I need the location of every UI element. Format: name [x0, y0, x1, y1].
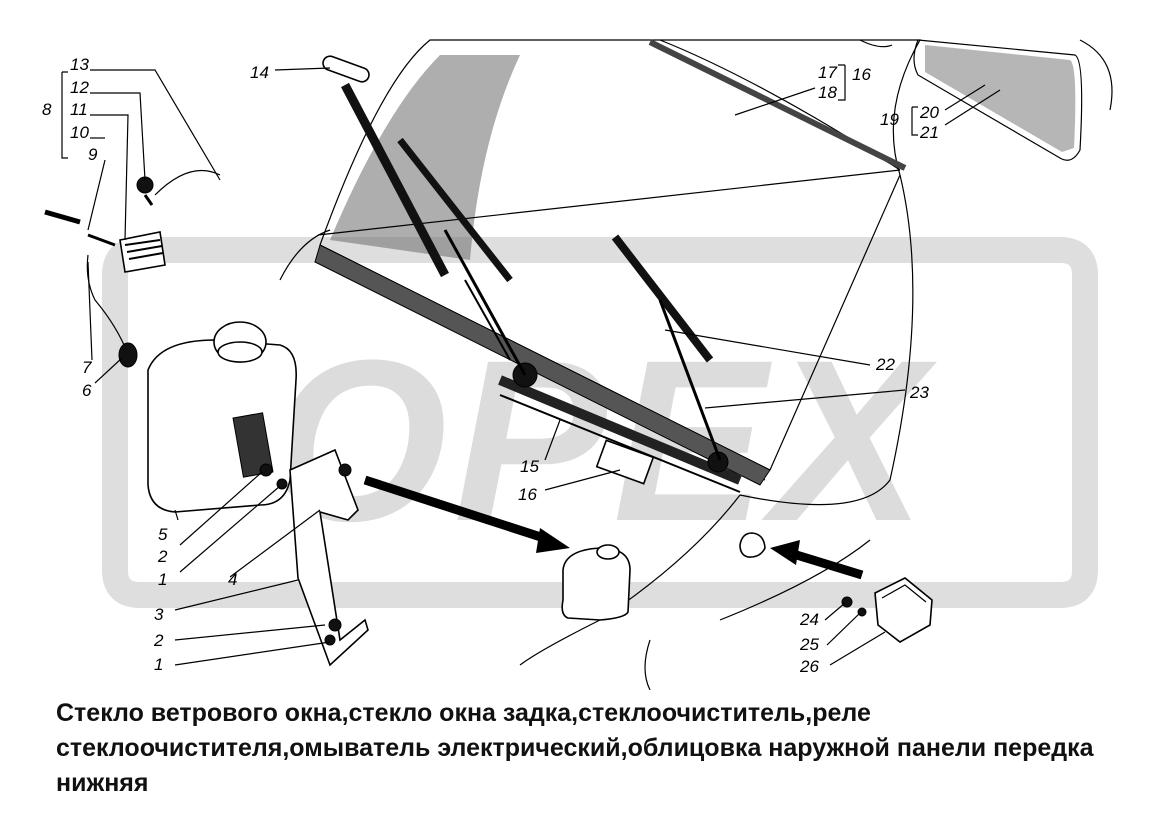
wiper-relay [841, 577, 933, 643]
callout-20: 19 [880, 110, 899, 129]
callout-12: 12 [70, 78, 89, 97]
washer-nozzle-parts [44, 169, 221, 273]
callout-1-bottom: 1 [154, 655, 163, 674]
callout-16-text: 16 [518, 485, 537, 504]
callout-27: 26 [799, 657, 819, 676]
callout-1-top: 1 [158, 570, 167, 589]
callout-18: 17 [818, 63, 837, 82]
callout-15: 15 [520, 457, 539, 476]
rear-window-glass [859, 39, 1113, 161]
parts-diagram: ОРЕХ [42, 39, 1113, 690]
callout-5: 5 [158, 525, 168, 544]
callout-2-top: 2 [157, 547, 168, 566]
callout-4: 4 [228, 570, 237, 589]
callout-17: 16 [852, 65, 871, 84]
reservoir-bracket [259, 448, 369, 667]
callout-22: 21 [919, 123, 939, 142]
wiper-right [611, 234, 722, 461]
callout-14: 14 [250, 63, 269, 82]
grommet [739, 532, 766, 558]
callout-23: 22 [875, 355, 895, 374]
callout-25: 24 [799, 610, 819, 629]
callout-21: 20 [919, 103, 939, 122]
callout-24: 23 [909, 383, 929, 402]
callout-7: 7 [82, 358, 92, 377]
part-numbers: 13 12 8 11 10 9 14 7 6 5 2 1 4 3 2 1 17 … [42, 55, 939, 676]
callout-6: 6 [82, 381, 92, 400]
callout-26: 25 [799, 635, 819, 654]
washer-reservoir [86, 254, 297, 513]
callout-8: 8 [42, 100, 52, 119]
leader-lines [61, 64, 1001, 666]
callout-2-bottom: 2 [153, 631, 164, 650]
watermark-text: ОРЕХ [268, 312, 937, 569]
diagram-caption: Стекло ветрового окна,стекло окна задка,… [56, 699, 1094, 797]
callout-11: 11 [70, 100, 88, 119]
callout-3: 3 [154, 605, 164, 624]
callout-10: 10 [70, 123, 89, 142]
wiper-left [322, 55, 527, 376]
callout-9: 9 [88, 145, 98, 164]
callout-19: 18 [818, 83, 837, 102]
callout-13: 13 [70, 55, 89, 74]
direction-arrows [363, 475, 864, 580]
inset-reservoir [561, 544, 631, 621]
